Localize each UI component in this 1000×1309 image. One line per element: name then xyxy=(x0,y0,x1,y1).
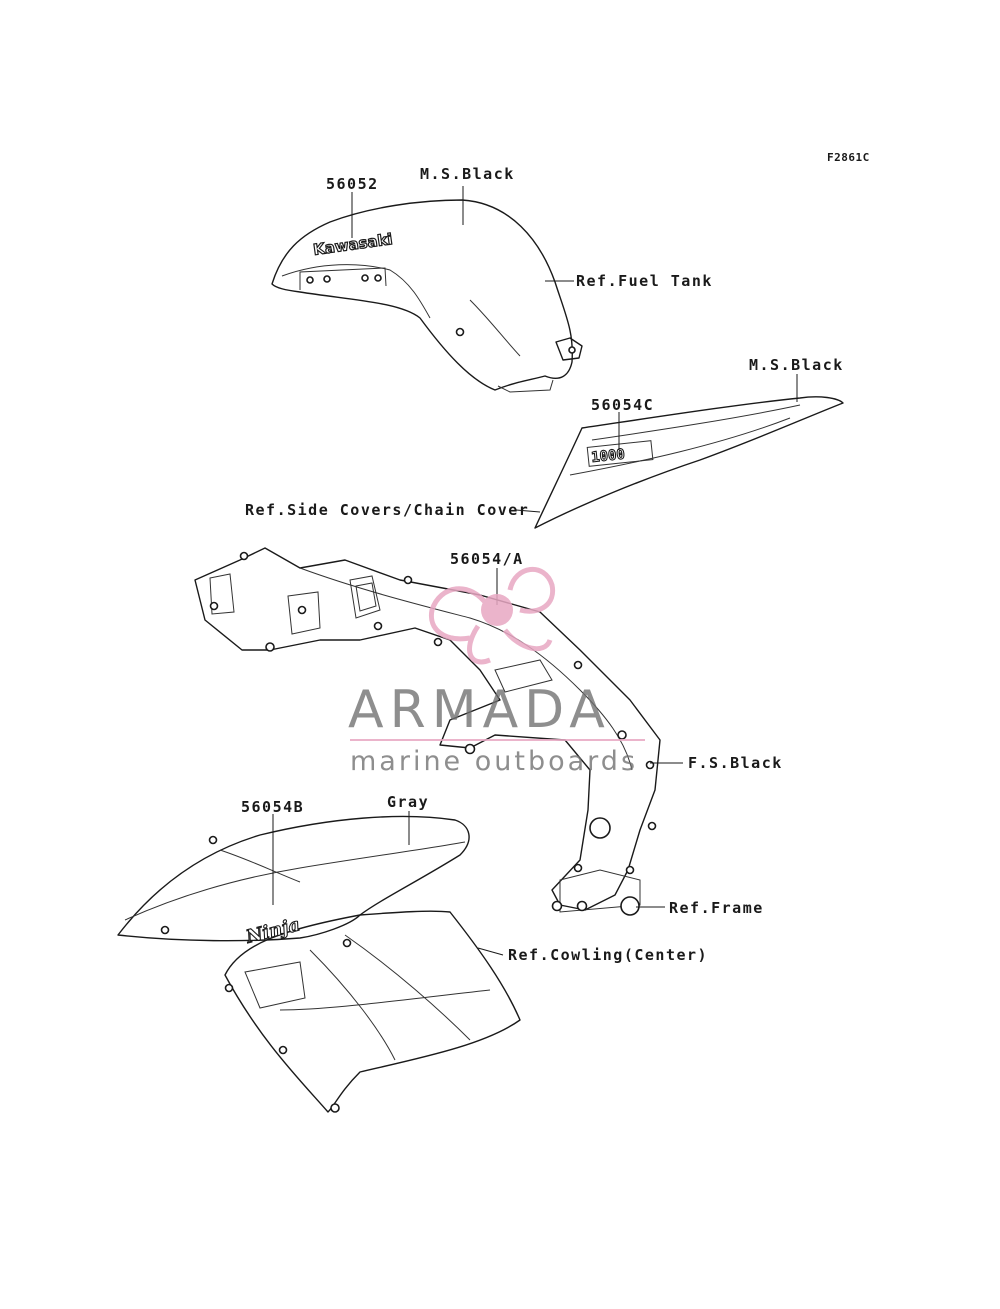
figure-code: F2861C xyxy=(827,151,870,164)
fuel-tank-drawing: Kawasaki xyxy=(271,199,583,393)
finish-label-ms-black-tank: M.S.Black xyxy=(420,165,515,183)
watermark-subtitle: marine outboards xyxy=(350,746,639,777)
cover-1000-decal: 1000 xyxy=(591,447,626,466)
watermark-title: ARMADA xyxy=(348,680,611,740)
finish-label-fs-black: F.S.Black xyxy=(688,754,783,772)
part-number-56054c: 56054C xyxy=(591,396,655,414)
cowling-drawing: Ninja xyxy=(117,815,521,1113)
reference-side-covers: Ref.Side Covers/Chain Cover xyxy=(245,501,530,519)
finish-label-gray: Gray xyxy=(387,793,430,811)
finish-label-ms-black-cover: M.S.Black xyxy=(749,356,844,374)
tank-kawasaki-decal: Kawasaki xyxy=(312,230,394,259)
leader-lines xyxy=(272,186,798,956)
reference-frame: Ref.Frame xyxy=(669,899,764,917)
part-number-56054b: 56054B xyxy=(241,798,305,816)
reference-cowling-center: Ref.Cowling(Center) xyxy=(508,946,709,964)
cowl-ninja-decal: Ninja xyxy=(243,914,302,948)
part-number-56052: 56052 xyxy=(326,175,379,193)
side-cover-drawing: 1000 xyxy=(534,396,844,529)
watermark-logo-graphic xyxy=(350,566,645,741)
frame-drawing xyxy=(194,547,661,916)
reference-fuel-tank: Ref.Fuel Tank xyxy=(576,272,713,290)
part-number-56054a: 56054/A xyxy=(450,550,524,568)
